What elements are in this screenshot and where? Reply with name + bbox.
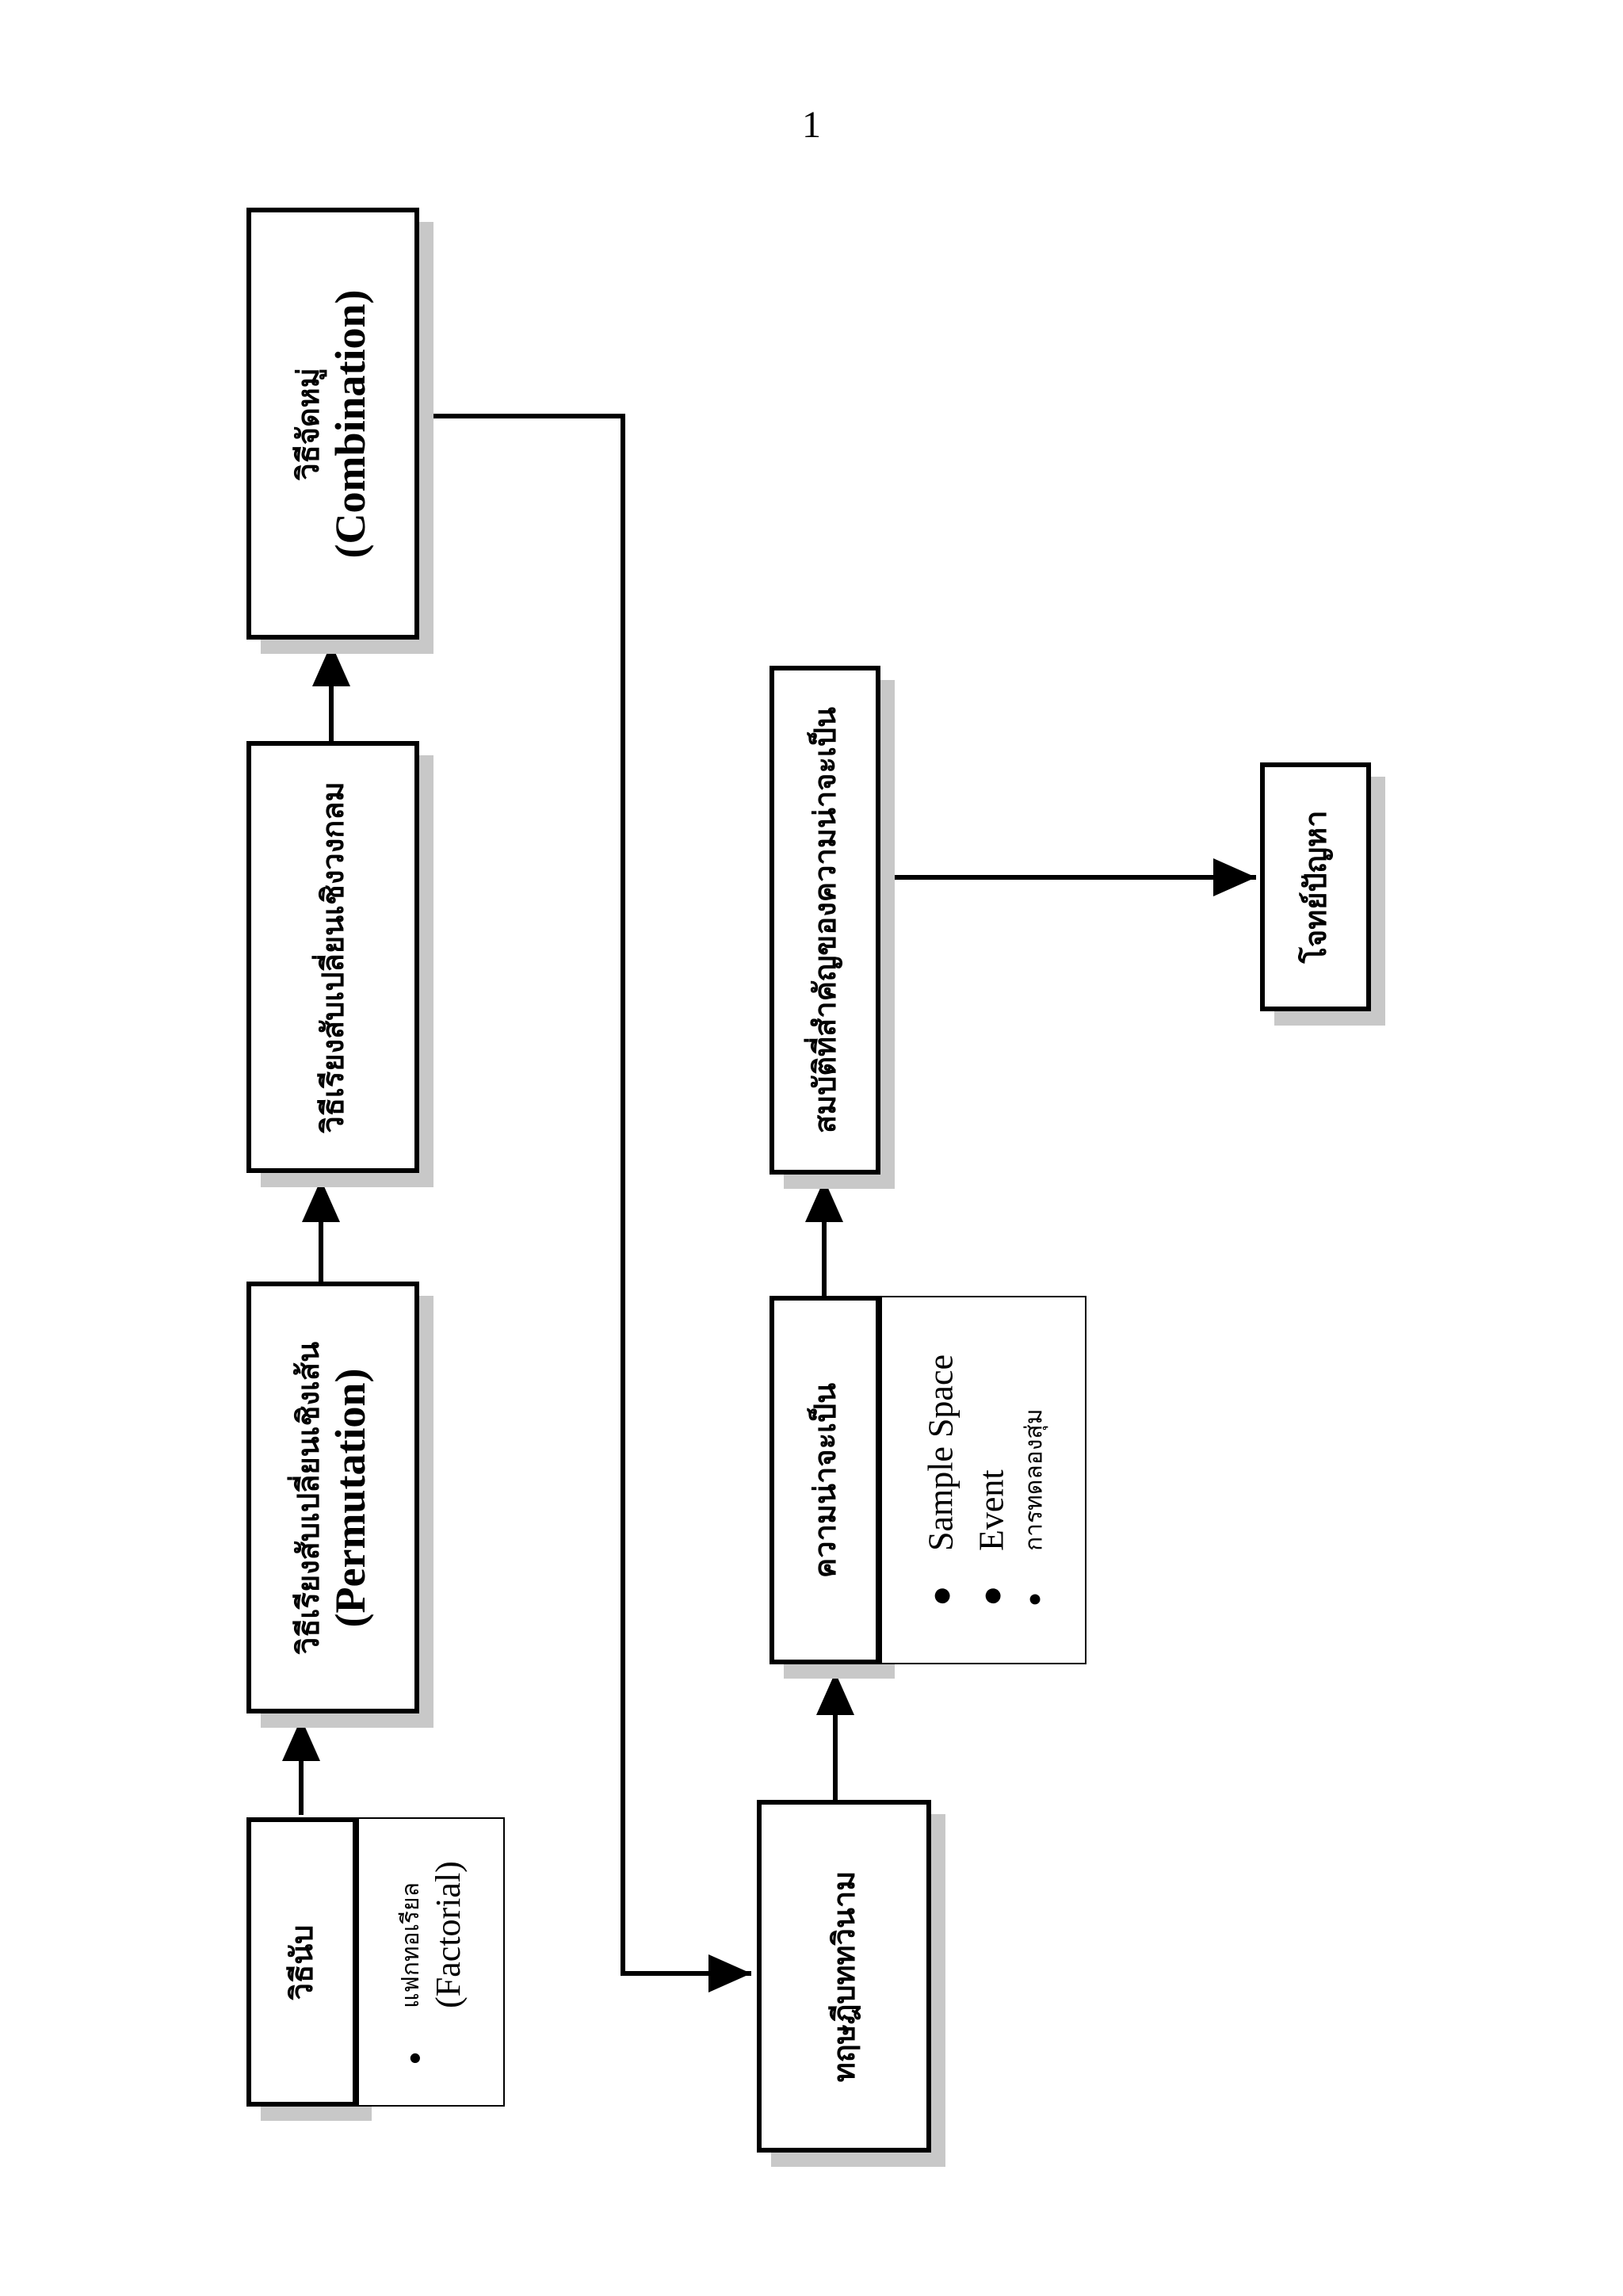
node-probability-title: ความน่าจะเป็น (807, 1382, 843, 1578)
node-linear-permutation-title: วิธีเรียงสับเปลี่ยนเชิงเส้น (290, 1341, 327, 1654)
node-binomial-theorem: ทฤษฎีบททวินาม (757, 1800, 931, 2153)
node-combination-title: วิธีจัดหมู่ (290, 367, 327, 480)
bullet-icon: ● (1021, 1591, 1048, 1606)
node-circular-permutation: วิธีเรียงสับเปลี่ยนเชิงวงกลม (246, 741, 419, 1173)
note-probability: ● Sample Space ● Event ● การทดลองสุ่ม (880, 1296, 1086, 1664)
bullet-icon: ● (921, 1584, 960, 1606)
node-linear-permutation-subtitle: (Permutation) (326, 1368, 374, 1627)
bullet-icon: ● (406, 2052, 422, 2064)
page-number: 1 (802, 104, 821, 146)
node-combination: วิธีจัดหมู่ (Combination) (246, 208, 419, 640)
node-problems: โจทย์ปัญหา (1260, 762, 1371, 1011)
node-binomial-theorem-title: ทฤษฎีบททวินาม (826, 1870, 862, 2082)
node-probability-properties-title: สมบัติที่สำคัญของความน่าจะเป็น (807, 707, 843, 1133)
note-counting: ● แฟกทอเรียล (Factorial) (357, 1817, 505, 2107)
connector-combination-to-theory (422, 414, 751, 1992)
note-item-sample-space: Sample Space (921, 1354, 960, 1551)
note-item-factorial-th: แฟกทอเรียล (397, 1881, 424, 2008)
node-circular-permutation-title: วิธีเรียงสับเปลี่ยนเชิงวงกลม (315, 781, 351, 1133)
note-item-random-experiment: การทดลองสุ่ม (1021, 1408, 1048, 1551)
node-probability: ความน่าจะเป็น (769, 1296, 880, 1664)
node-counting-label: วิธีนับ (284, 1924, 320, 2000)
note-item-event: Event (972, 1469, 1011, 1551)
bullet-icon: ● (972, 1584, 1011, 1606)
node-probability-properties: สมบัติที่สำคัญของความน่าจะเป็น (769, 666, 880, 1175)
node-linear-permutation: วิธีเรียงสับเปลี่ยนเชิงเส้น (Permutation… (246, 1282, 419, 1713)
note-item-factorial-en: (Factorial) (428, 1860, 468, 2008)
node-counting: วิธีนับ (246, 1817, 357, 2107)
node-problems-title: โจทย์ปัญหา (1297, 810, 1334, 964)
node-combination-subtitle: (Combination) (326, 288, 374, 559)
